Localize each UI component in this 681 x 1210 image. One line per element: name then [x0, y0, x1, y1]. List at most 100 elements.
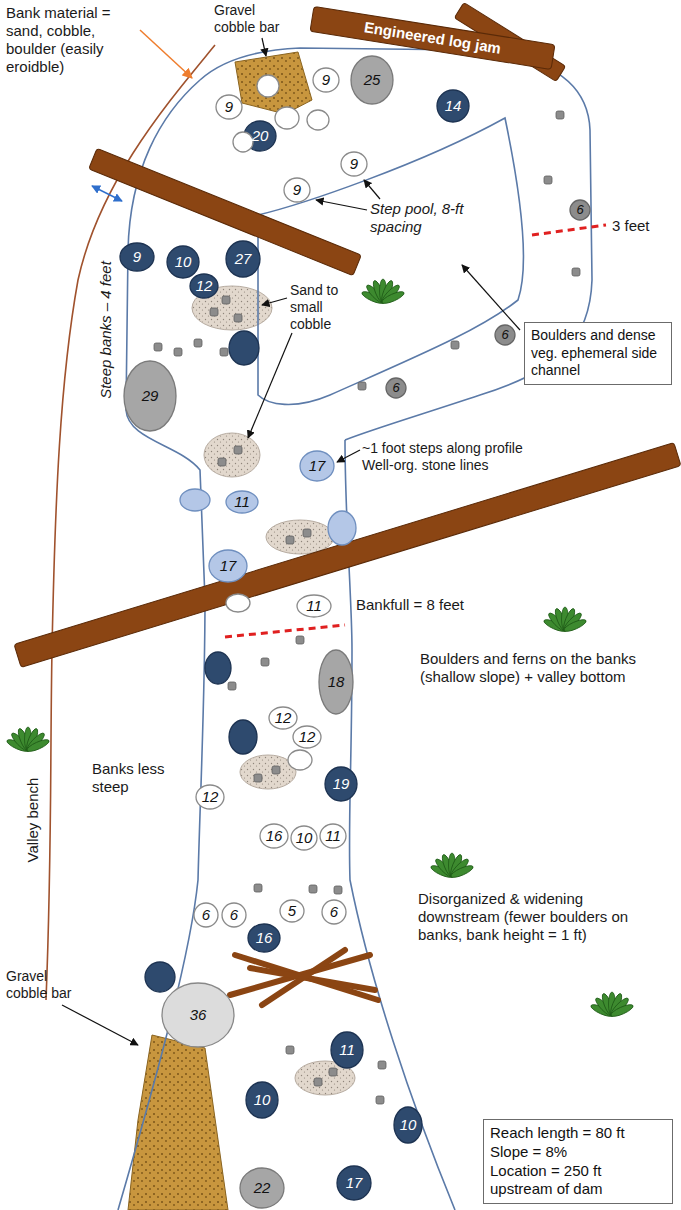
note-box: Reach length = 80 ftSlope = 8%Location =…	[483, 1119, 673, 1204]
boulder-size: 22	[242, 1178, 282, 1198]
width-line	[532, 225, 606, 235]
sand-patch	[266, 520, 334, 554]
cobble	[296, 636, 304, 644]
boulder-size: 6	[186, 905, 226, 925]
boulder	[229, 720, 257, 754]
boulder	[233, 132, 253, 152]
annotation: Disorganized & widening downstream (fewe…	[418, 890, 633, 944]
boulder-size: 11	[327, 1040, 367, 1060]
boulder-size: 10	[163, 252, 203, 272]
cobble	[210, 308, 218, 316]
gravel-bar	[235, 52, 312, 114]
note-box: Boulders and dense veg. ephemeral side c…	[524, 322, 672, 385]
fern	[361, 279, 406, 306]
boulder-size: 9	[277, 180, 317, 200]
fern-frond	[26, 737, 51, 753]
cobble	[286, 1046, 294, 1054]
annotation: Valley bench	[24, 778, 42, 863]
boulder-size: 12	[287, 727, 327, 747]
log	[89, 148, 361, 275]
cobble	[218, 458, 226, 466]
woody-debris	[262, 950, 345, 1005]
leader-arrow	[316, 200, 367, 210]
node-text: Engineered log jam	[322, 9, 542, 67]
annotation: Steep banks – 4 feet	[97, 261, 115, 399]
cobble	[254, 774, 262, 782]
fern-frond	[610, 1002, 635, 1018]
node-text: Boulders and dense veg. ephemeral side c…	[531, 327, 665, 380]
boulder-size: 10	[242, 1090, 282, 1110]
boulder-size: 6	[376, 378, 416, 398]
fern-frond	[381, 289, 406, 305]
boulder-size: 9	[117, 247, 157, 267]
boulder-size: 17	[297, 456, 337, 476]
cobble	[254, 884, 262, 892]
boulder-size: 18	[316, 672, 356, 692]
boulder-size: 36	[178, 1005, 218, 1025]
fern-frond	[563, 617, 588, 633]
cobble	[303, 529, 311, 537]
boulder-size: 27	[223, 249, 263, 269]
annotation: Bank material = sand, cobble, boulder (e…	[6, 4, 138, 76]
leader-arrow	[140, 30, 192, 78]
leader-arrow	[262, 38, 266, 56]
boulder-size: 6	[314, 902, 354, 922]
cobble	[174, 348, 182, 356]
cobble	[556, 111, 564, 119]
cobble	[234, 446, 242, 454]
boulder-size: 10	[388, 1115, 428, 1135]
boulder-size: 20	[240, 126, 280, 146]
annotation: 3 feet	[612, 217, 672, 235]
cobble	[228, 682, 236, 690]
annotation: ~1 foot steps along profile Well-org. st…	[362, 440, 542, 474]
boulder	[288, 750, 312, 770]
leader-arrow	[337, 450, 360, 462]
annotation: Gravel cobble bar	[6, 968, 76, 1002]
annotation: Step pool, 8-ft spacing	[370, 200, 478, 236]
boulder-size: 29	[130, 386, 170, 406]
boulder	[275, 107, 299, 129]
cobble	[376, 1096, 384, 1104]
boulder-size: 17	[208, 556, 248, 576]
boulder-size: 11	[294, 596, 334, 616]
fern	[6, 727, 51, 754]
cobble	[314, 1078, 322, 1086]
boulder	[229, 331, 259, 365]
leader-arrow	[462, 265, 520, 330]
annotation: Banks less steep	[92, 760, 192, 796]
boulder-size: 10	[284, 828, 324, 848]
fern	[430, 853, 475, 880]
boulder	[307, 110, 329, 130]
boulder-size: 25	[352, 70, 392, 90]
cobble	[334, 886, 342, 894]
cobble	[358, 382, 366, 390]
boulder-size: 9	[209, 97, 249, 117]
boulder-size: 16	[254, 826, 294, 846]
boulder-size: 9	[306, 70, 346, 90]
cobble	[154, 343, 162, 351]
boulder-size: 17	[334, 1173, 374, 1193]
annotation: Sand to small cobble	[290, 282, 354, 332]
leader-arrow	[262, 298, 287, 305]
boulder-size: 12	[190, 787, 230, 807]
boulder	[124, 361, 176, 431]
boulder-size: 14	[433, 96, 473, 116]
boulder	[351, 56, 393, 104]
boulder-size: 6	[485, 325, 525, 345]
annotation: Gravel cobble bar	[214, 2, 294, 36]
boulder	[328, 511, 356, 545]
boulder-size: 12	[263, 708, 303, 728]
boulder	[180, 489, 210, 511]
boulder-size: 6	[560, 200, 600, 220]
leader-arrow	[364, 180, 380, 199]
boulder	[240, 1168, 284, 1208]
boulder-size: 19	[321, 774, 361, 794]
cobble	[261, 658, 269, 666]
leader-arrow	[62, 1005, 138, 1045]
boulder	[257, 75, 279, 97]
boulder	[145, 962, 175, 992]
boulder-size: 12	[184, 276, 224, 296]
cobble	[222, 296, 230, 304]
